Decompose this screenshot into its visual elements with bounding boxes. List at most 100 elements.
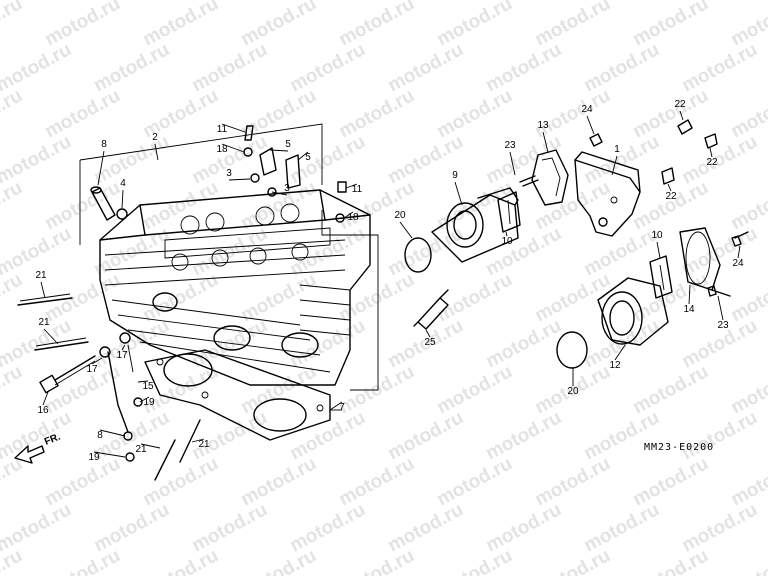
leader-line [269,149,289,152]
watermark-text: motod.ru [41,177,124,234]
watermark-text: motod.ru [433,545,516,576]
leader-line [611,155,618,176]
callout-number: 14 [683,304,695,315]
callout-number: 15 [142,381,154,392]
callout-number: 22 [674,99,686,110]
watermark-text: motod.ru [678,407,761,464]
bolt-16 [39,355,96,394]
watermark-text: motod.ru [629,85,712,142]
watermark-text: motod.ru [188,39,271,96]
watermark-text: motod.ru [90,499,173,556]
leader-line [614,344,626,361]
watermark-text: motod.ru [531,453,614,510]
watermark-text: motod.ru [41,85,124,142]
leader-line [709,147,713,158]
callout-number: 7 [339,402,345,413]
watermark-text: motod.ru [139,269,222,326]
leader-line [40,281,46,299]
callout-number: 22 [665,191,677,202]
watermark-text: motod.ru [139,545,222,576]
cylinder-head [99,189,371,386]
watermark-text: motod.ru [90,39,173,96]
leader-line [656,241,661,259]
watermark-text: motod.ru [531,545,614,576]
watermark-text: motod.ru [335,269,418,326]
leader-line [228,178,251,181]
watermark-text: motod.ru [286,499,369,556]
watermark-text: motod.ru [629,177,712,234]
watermark-text: motod.ru [0,269,26,326]
watermark-text: motod.ru [384,407,467,464]
leader-line [93,451,126,458]
watermark-text: motod.ru [482,407,565,464]
callout-number: 16 [37,405,49,416]
watermark-text: motod.ru [41,269,124,326]
callout-number: 20 [394,210,406,221]
leader-line [271,191,288,196]
watermark-text: motod.ru [0,85,26,142]
callout-number: 18 [347,212,359,223]
watermark-text: motod.ru [580,499,663,556]
watermark-text: motod.ru [139,0,222,50]
callout-number: 4 [120,178,126,189]
leader-line [586,115,595,135]
watermark-text: motod.ru [678,39,761,96]
leader-line [717,295,724,321]
callout-number: 10 [651,230,663,241]
callout-number: 24 [581,104,593,115]
spark-plug [413,289,449,330]
callout-number: 21 [35,270,47,281]
leader-line [221,143,245,153]
callout-layer: 1233455788910101111121314151617171818191… [35,99,744,463]
leader-line [140,443,161,449]
leader-line [542,131,549,153]
watermark-text: motod.ru [678,499,761,556]
watermark-text: motod.ru [384,39,467,96]
watermark-text: motod.ru [286,223,369,280]
leader-line [121,344,126,351]
insulator-lower [556,227,721,369]
watermark-text: motod.ru [727,545,768,576]
leader-line [737,245,741,259]
leader-line [43,328,59,345]
watermark-text: motod.ru [188,223,271,280]
leader-line [399,221,413,239]
watermark-text: motod.ru [629,0,712,50]
leader-line [99,429,126,437]
watermark-text: motod.ru [188,315,271,372]
watermark-text: motod.ru [629,453,712,510]
watermark-text: motod.ru [629,545,712,576]
clamp-and-bracket [519,133,641,237]
callout-number: 23 [504,140,516,151]
callout-number: 3 [226,168,232,179]
leader-line [667,183,672,192]
callout-number: 18 [216,144,228,155]
leader-line [509,151,516,176]
stud-bolts [17,293,201,481]
watermark-text: motod.ru [188,407,271,464]
callout-number: 17 [116,350,128,361]
ground-wire [99,332,143,462]
callout-number: 21 [38,317,50,328]
watermark-text: motod.ru [629,361,712,418]
callout-number: 11 [352,184,363,195]
leader-line [221,123,246,133]
callout-number: 12 [609,360,621,371]
callout-number: 22 [706,157,718,168]
leader-line [505,231,508,237]
watermark-text: motod.ru [482,223,565,280]
watermark-text: motod.ru [188,499,271,556]
watermark-text: motod.ru [335,0,418,50]
screws-right [661,119,749,297]
callout-number: 21 [135,444,147,455]
watermark-text: motod.ru [237,85,320,142]
callout-number: 5 [285,139,291,150]
watermark-text: motod.ru [335,85,418,142]
leader-line [154,143,159,161]
leader-line [345,183,358,189]
watermark-text: motod.ru [482,315,565,372]
callout-number: 10 [501,236,513,247]
watermark-text: motod.ru [433,453,516,510]
diagram-code: MM23-E0200 [644,442,714,453]
leader-line [121,189,124,209]
